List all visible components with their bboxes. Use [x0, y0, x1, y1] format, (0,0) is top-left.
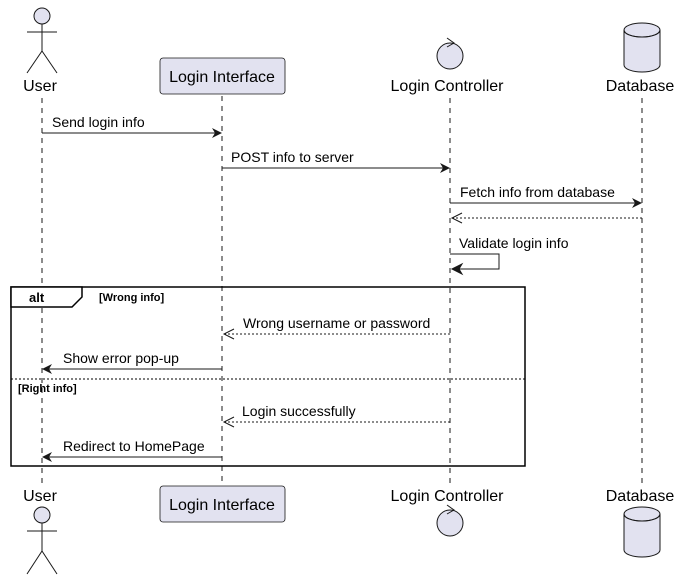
database-icon	[623, 506, 661, 558]
message-label: POST info to server	[231, 149, 354, 165]
message-post-info: POST info to server	[222, 149, 450, 173]
fragment-keyword: alt	[29, 290, 45, 305]
message-label: Show error pop-up	[63, 350, 179, 366]
control-icon	[436, 37, 464, 70]
fragment-frame	[10, 286, 526, 467]
alt-fragment: alt [Wrong info] [Right info]	[10, 286, 526, 467]
message-validate-self: Validate login info	[450, 235, 569, 276]
participant-label-database: Database	[606, 488, 675, 505]
participant-login-interface-top: Login Interface	[159, 57, 286, 95]
participant-user-bottom: User	[23, 488, 58, 575]
participant-login-controller-bottom: Login Controller	[391, 488, 505, 537]
message-label: Redirect to HomePage	[63, 438, 205, 454]
message-show-error: Show error pop-up	[42, 350, 222, 374]
participant-label-user: User	[23, 488, 57, 505]
fragment-condition-right-info: [Right info]	[18, 383, 77, 395]
message-redirect: Redirect to HomePage	[42, 438, 222, 462]
participant-database-top: Database	[606, 22, 675, 95]
participant-label-login-interface: Login Interface	[169, 69, 275, 86]
participant-label-login-interface: Login Interface	[169, 497, 275, 514]
message-fetch-return	[450, 212, 642, 224]
control-icon	[436, 504, 464, 537]
actor-icon	[26, 7, 58, 74]
message-login-success: Login successfully	[222, 403, 450, 428]
participant-label-database: Database	[606, 78, 675, 95]
message-label: Validate login info	[459, 235, 569, 251]
message-wrong-credentials: Wrong username or password	[222, 315, 450, 340]
message-label: Login successfully	[242, 403, 356, 419]
message-label: Fetch info from database	[460, 184, 615, 200]
database-icon	[623, 22, 661, 73]
participant-login-interface-bottom: Login Interface	[159, 485, 286, 523]
message-send-login-info: Send login info	[42, 114, 222, 138]
participant-login-controller-top: Login Controller	[391, 37, 505, 95]
participant-database-bottom: Database	[606, 488, 675, 558]
participant-label-login-controller: Login Controller	[391, 78, 505, 95]
fragment-condition-wrong-info: [Wrong info]	[99, 292, 164, 304]
message-label: Wrong username or password	[243, 315, 430, 331]
fragment-tab	[10, 286, 83, 308]
participant-label-user: User	[23, 78, 57, 95]
actor-icon	[26, 506, 58, 575]
participant-user-top: User	[23, 7, 58, 95]
message-fetch-info: Fetch info from database	[450, 184, 642, 208]
message-label: Send login info	[52, 114, 145, 130]
participant-label-login-controller: Login Controller	[391, 488, 505, 505]
participant-box	[159, 485, 286, 523]
participant-box	[159, 57, 286, 95]
